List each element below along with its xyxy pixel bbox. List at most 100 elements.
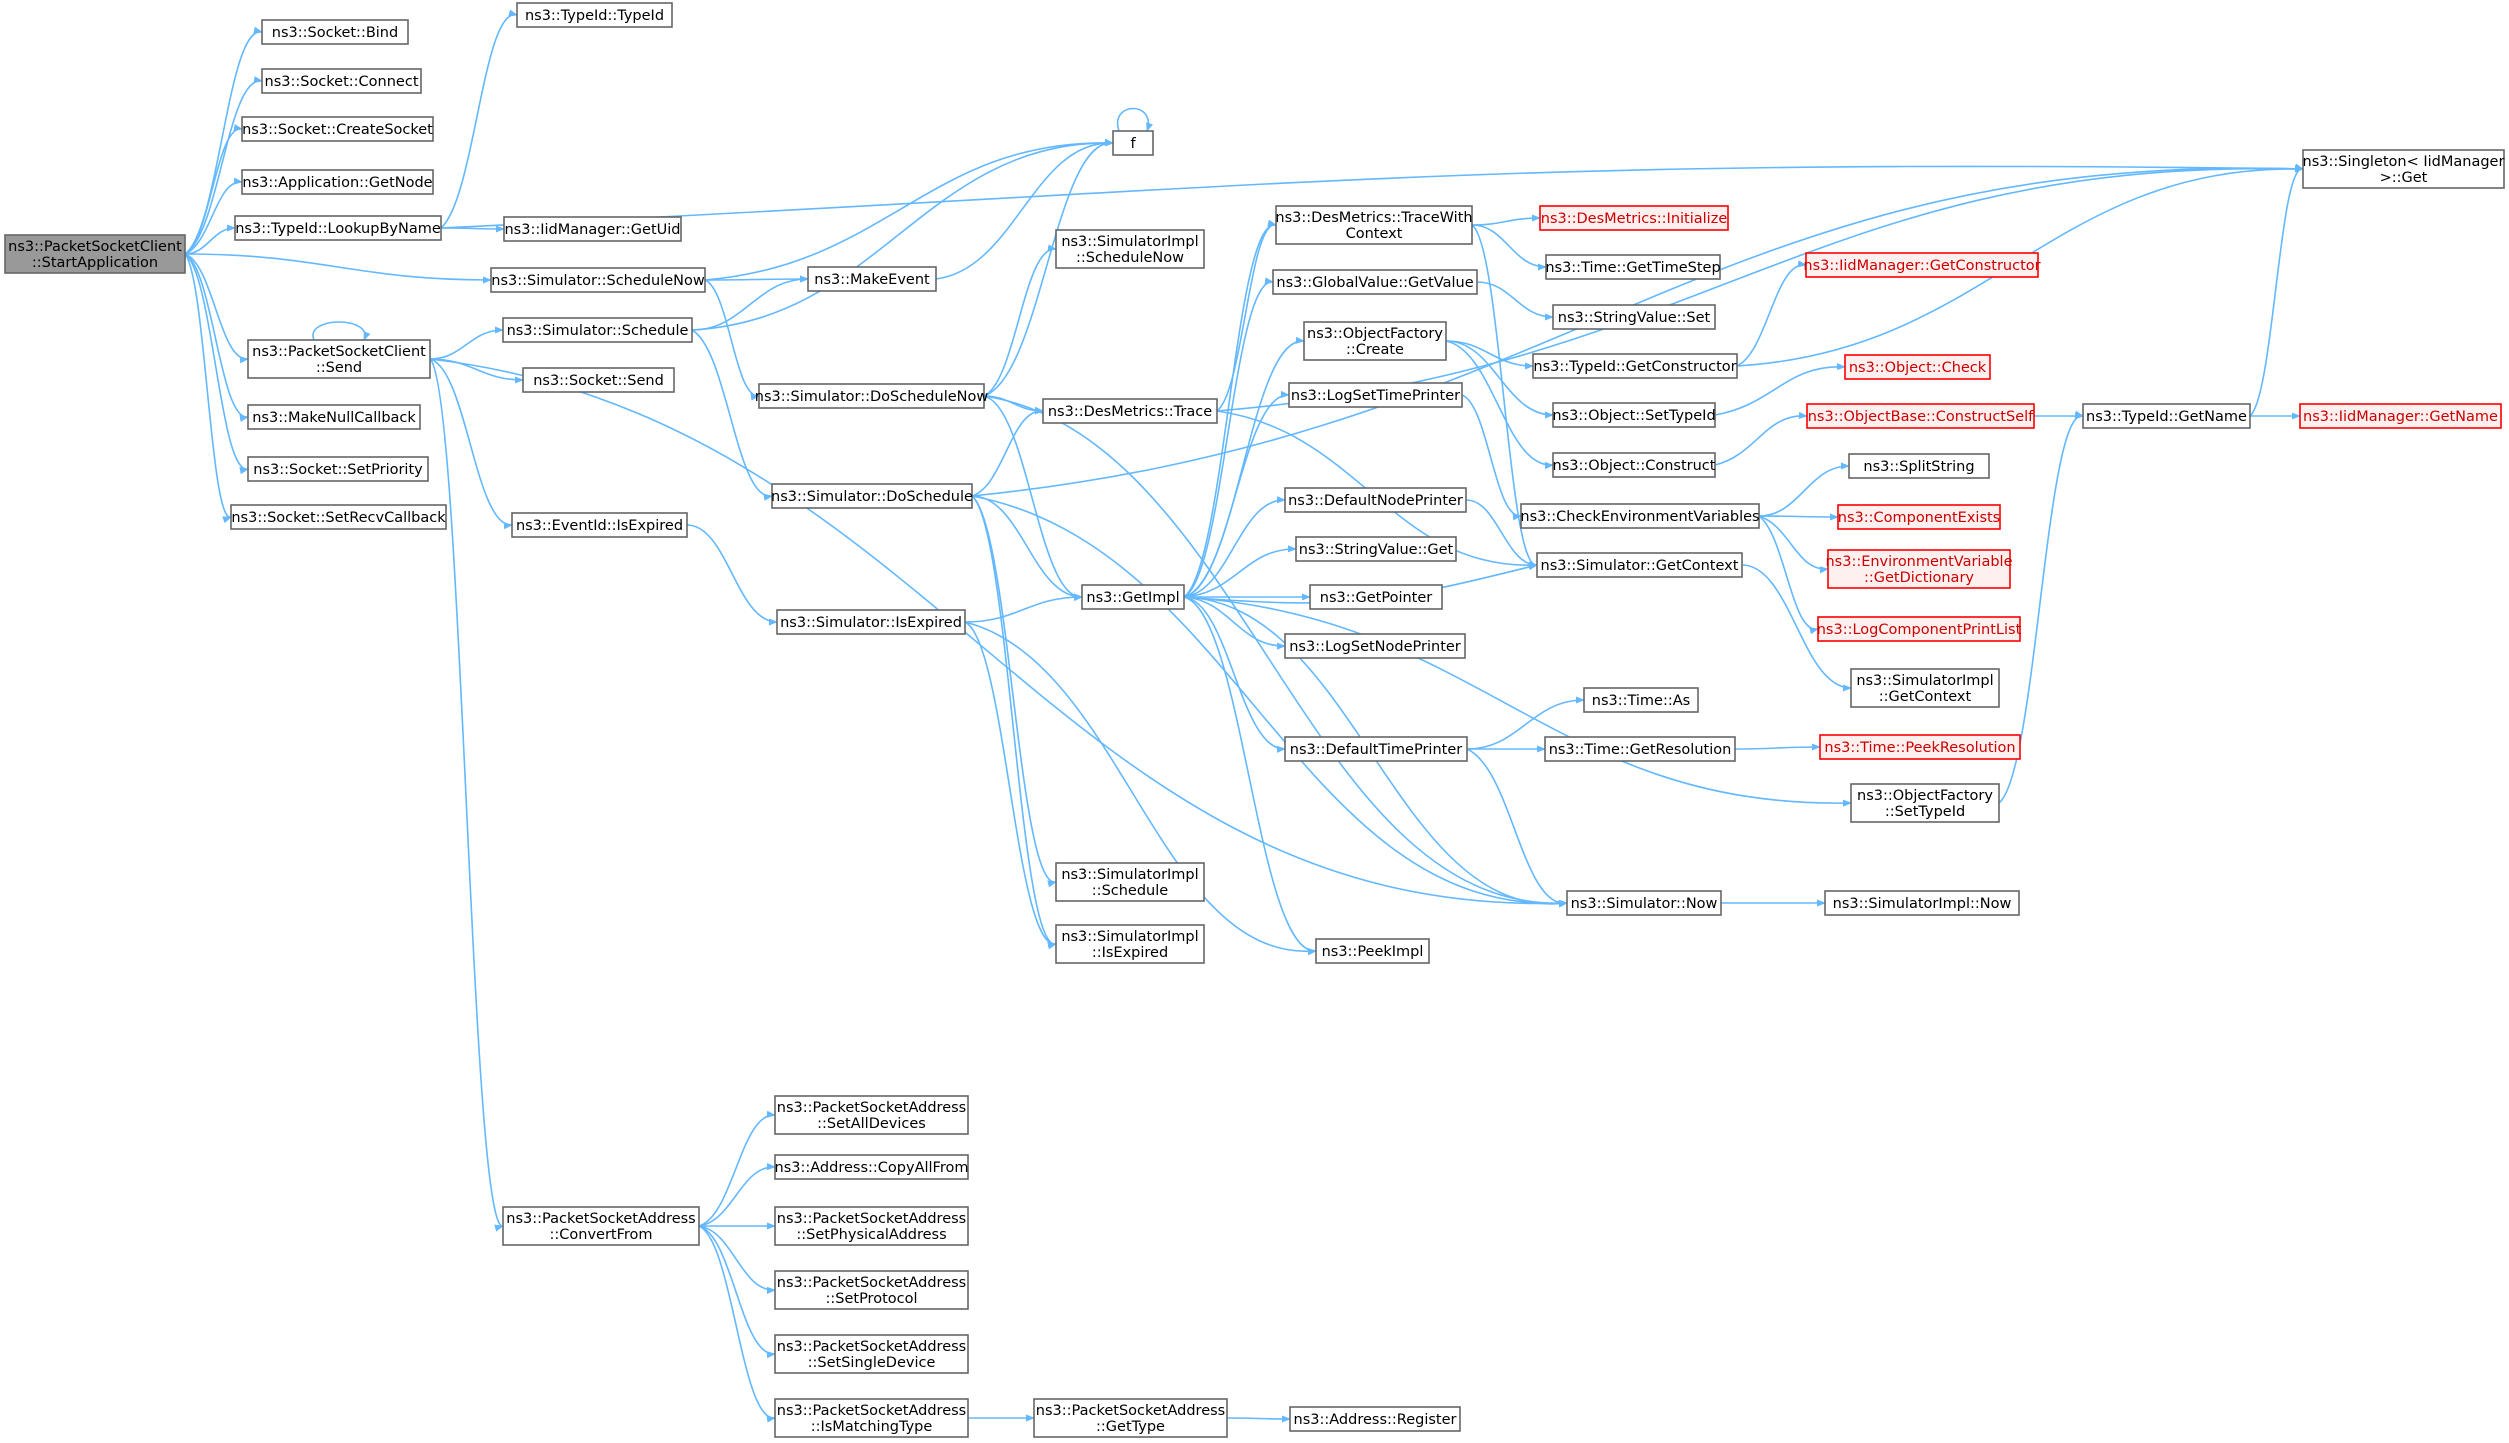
node-packetsocketaddress-convertfrom[interactable]: ns3::PacketSocketAddress::ConvertFrom: [502, 1206, 700, 1246]
node-environmentvariable-getdictionary[interactable]: ns3::EnvironmentVariable::GetDictionary: [1825, 549, 2013, 589]
node-label: ns3::CheckEnvironmentVariables: [1520, 509, 1759, 525]
node-iidmanager-getname[interactable]: ns3::IidManager::GetName: [2299, 403, 2502, 429]
node-socket-connect[interactable]: ns3::Socket::Connect: [261, 68, 422, 94]
call-edge-getimpl-to-defaulttimeprinter: [1183, 596, 1286, 753]
call-edge-simulator_isexpired-to-peekimpl: [964, 621, 1317, 956]
node-label: ns3::Time::GetResolution: [1549, 742, 1732, 758]
node-simulator-doschedule[interactable]: ns3::Simulator::DoSchedule: [771, 483, 973, 509]
node-typeid-typeid[interactable]: ns3::TypeId::TypeId: [516, 2, 673, 28]
node-stringvalue-get[interactable]: ns3::StringValue::Get: [1295, 536, 1457, 562]
node-componentexists[interactable]: ns3::ComponentExists: [1837, 504, 2001, 530]
node-psa-ismatchingtype[interactable]: ns3::PacketSocketAddress::IsMatchingType: [774, 1398, 969, 1438]
node-singleton-get[interactable]: ns3::Singleton< IidManager >::Get: [2302, 149, 2505, 189]
node-simulator-schedule[interactable]: ns3::Simulator::Schedule: [502, 317, 693, 343]
node-object-settypeid[interactable]: ns3::Object::SetTypeId: [1552, 402, 1716, 428]
call-edge-packetsocketclient_send-to-socket_send: [429, 358, 524, 384]
node-simulatorimpl-now[interactable]: ns3::SimulatorImpl::Now: [1824, 890, 2020, 916]
node-address-copyallfrom[interactable]: ns3::Address::CopyAllFrom: [774, 1154, 969, 1180]
node-objectfactory-create[interactable]: ns3::ObjectFactory::Create: [1303, 321, 1447, 361]
node-time-getresolution[interactable]: ns3::Time::GetResolution: [1544, 736, 1736, 762]
node-box: [1545, 254, 1721, 280]
call-edge-getimpl-to-logsettimeprinter: [1183, 390, 1290, 598]
node-logsettimeprinter[interactable]: ns3::LogSetTimePrinter: [1288, 382, 1463, 408]
node-object-check[interactable]: ns3::Object::Check: [1844, 354, 1991, 380]
node-simulator-isexpired[interactable]: ns3::Simulator::IsExpired: [776, 609, 966, 635]
call-edge-typeid_getname-to-singleton_get: [2249, 163, 2304, 417]
node-makeevent[interactable]: ns3::MakeEvent: [807, 266, 937, 292]
node-psa-setprotocol[interactable]: ns3::PacketSocketAddress::SetProtocol: [774, 1270, 969, 1310]
node-checkenvironmentvariables[interactable]: ns3::CheckEnvironmentVariables: [1520, 503, 1760, 529]
call-edge-checkenvironmentvariables-to-splitstring: [1758, 462, 1850, 517]
node-psa-setphysicaladdress[interactable]: ns3::PacketSocketAddress::SetPhysicalAdd…: [774, 1206, 969, 1246]
node-simulator-now[interactable]: ns3::Simulator::Now: [1566, 890, 1722, 916]
node-label: ns3::Socket::SetRecvCallback: [231, 510, 446, 526]
node-psa-setalldevices[interactable]: ns3::PacketSocketAddress::SetAllDevices: [774, 1095, 969, 1135]
node-simulator-schedulenow[interactable]: ns3::Simulator::ScheduleNow: [490, 267, 706, 293]
node-socket-bind[interactable]: ns3::Socket::Bind: [261, 19, 409, 45]
node-stringvalue-set[interactable]: ns3::StringValue::Set: [1552, 304, 1716, 330]
node-globalvalue-getvalue[interactable]: ns3::GlobalValue::GetValue: [1272, 269, 1478, 295]
call-edge-packetsocketclient_send-to-packetsocketaddress_convertfrom: [429, 358, 504, 1232]
call-edge-simulator_isexpired-to-getimpl: [964, 593, 1083, 623]
node-label: ns3::Time::GetTimeStep: [1545, 260, 1720, 276]
call-edge-start_application-to-socket_setrecvcallback: [184, 253, 232, 524]
node-label: ns3::PacketSocketAddress: [777, 1339, 966, 1355]
node-start-application[interactable]: ns3::PacketSocketClient::StartApplicatio…: [4, 234, 186, 274]
node-getimpl[interactable]: ns3::GetImpl: [1081, 584, 1185, 610]
node-typeid-getname[interactable]: ns3::TypeId::GetName: [2082, 403, 2251, 429]
call-edge-objectfactory_create-to-object_settypeid: [1445, 340, 1554, 419]
call-edge-simulator_doschedulenow-to-simulator_now: [983, 395, 1568, 907]
node-psa-setsingledevice[interactable]: ns3::PacketSocketAddress::SetSingleDevic…: [774, 1334, 969, 1374]
node-desmetrics-initialize[interactable]: ns3::DesMetrics::Initialize: [1539, 205, 1729, 231]
node-typeid-getconstructor[interactable]: ns3::TypeId::GetConstructor: [1532, 353, 1738, 379]
node-box: [1544, 736, 1736, 762]
node-label: ns3::Object::Check: [1849, 360, 1987, 376]
node-socket-createsocket[interactable]: ns3::Socket::CreateSocket: [241, 116, 434, 142]
node-simulator-doschedulenow[interactable]: ns3::Simulator::DoScheduleNow: [755, 383, 989, 409]
node-simulatorimpl-schedulenow[interactable]: ns3::SimulatorImpl::ScheduleNow: [1055, 229, 1205, 269]
node-time-peekresolution[interactable]: ns3::Time::PeekResolution: [1819, 734, 2021, 760]
node-objectfactory-settypeid[interactable]: ns3::ObjectFactory::SetTypeId: [1850, 783, 2000, 823]
node-address-register[interactable]: ns3::Address::Register: [1289, 1406, 1461, 1432]
node-simulatorimpl-schedule[interactable]: ns3::SimulatorImpl::Schedule: [1055, 862, 1205, 902]
node-box: [1055, 229, 1205, 269]
node-box: [1284, 487, 1467, 513]
node-objectbase-constructself[interactable]: ns3::ObjectBase::ConstructSelf: [1806, 403, 2035, 429]
node-makenullcallback[interactable]: ns3::MakeNullCallback: [247, 404, 421, 430]
node-box: [774, 1334, 969, 1374]
call-edges: [184, 9, 2304, 1423]
node-logcomponentprintlist[interactable]: ns3::LogComponentPrintList: [1817, 616, 2022, 642]
node-label: ns3::DefaultNodePrinter: [1288, 493, 1463, 509]
node-f[interactable]: f: [1112, 130, 1154, 156]
node-simulator-getcontext[interactable]: ns3::Simulator::GetContext: [1536, 552, 1743, 578]
node-defaulttimeprinter[interactable]: ns3::DefaultTimePrinter: [1284, 736, 1468, 762]
node-simulatorimpl-getcontext[interactable]: ns3::SimulatorImpl::GetContext: [1850, 668, 2000, 708]
node-typeid-lookupbyname[interactable]: ns3::TypeId::LookupByName: [234, 215, 442, 241]
node-time-as[interactable]: ns3::Time::As: [1583, 687, 1699, 713]
node-logsetnodeprinter[interactable]: ns3::LogSetNodePrinter: [1284, 633, 1466, 659]
node-peekimpl[interactable]: ns3::PeekImpl: [1315, 938, 1430, 964]
node-label: ns3::DefaultTimePrinter: [1290, 742, 1462, 758]
call-edge-simulator_doschedule-to-simulator_now: [971, 495, 1568, 908]
node-box: [1850, 668, 2000, 708]
node-box: [1033, 1398, 1228, 1438]
node-socket-send[interactable]: ns3::Socket::Send: [522, 367, 675, 393]
node-getpointer[interactable]: ns3::GetPointer: [1309, 584, 1443, 610]
node-iidmanager-getuid[interactable]: ns3::IidManager::GetUid: [503, 216, 682, 242]
node-defaultnodeprinter[interactable]: ns3::DefaultNodePrinter: [1284, 487, 1467, 513]
node-eventid-isexpired[interactable]: ns3::EventId::IsExpired: [511, 512, 688, 538]
call-edge-typeid_lookupbyname-to-singleton_get: [440, 165, 2304, 229]
node-desmetrics-trace[interactable]: ns3::DesMetrics::Trace: [1042, 398, 1218, 424]
node-iidmanager-getconstructor[interactable]: ns3::IidManager::GetConstructor: [1803, 252, 2041, 278]
node-object-construct[interactable]: ns3::Object::Construct: [1552, 452, 1716, 478]
node-label: ns3::Simulator::DoScheduleNow: [755, 389, 989, 405]
node-socket-setpriority[interactable]: ns3::Socket::SetPriority: [247, 456, 429, 482]
node-psa-gettype[interactable]: ns3::PacketSocketAddress::GetType: [1033, 1398, 1228, 1438]
node-splitstring[interactable]: ns3::SplitString: [1848, 453, 1990, 479]
node-socket-setrecvcallback[interactable]: ns3::Socket::SetRecvCallback: [230, 504, 447, 530]
node-packetsocketclient-send[interactable]: ns3::PacketSocketClient::Send: [247, 339, 431, 379]
node-application-getnode[interactable]: ns3::Application::GetNode: [241, 169, 434, 195]
node-time-gettimestep[interactable]: ns3::Time::GetTimeStep: [1545, 254, 1721, 280]
node-simulatorimpl-isexpired[interactable]: ns3::SimulatorImpl::IsExpired: [1055, 924, 1205, 964]
